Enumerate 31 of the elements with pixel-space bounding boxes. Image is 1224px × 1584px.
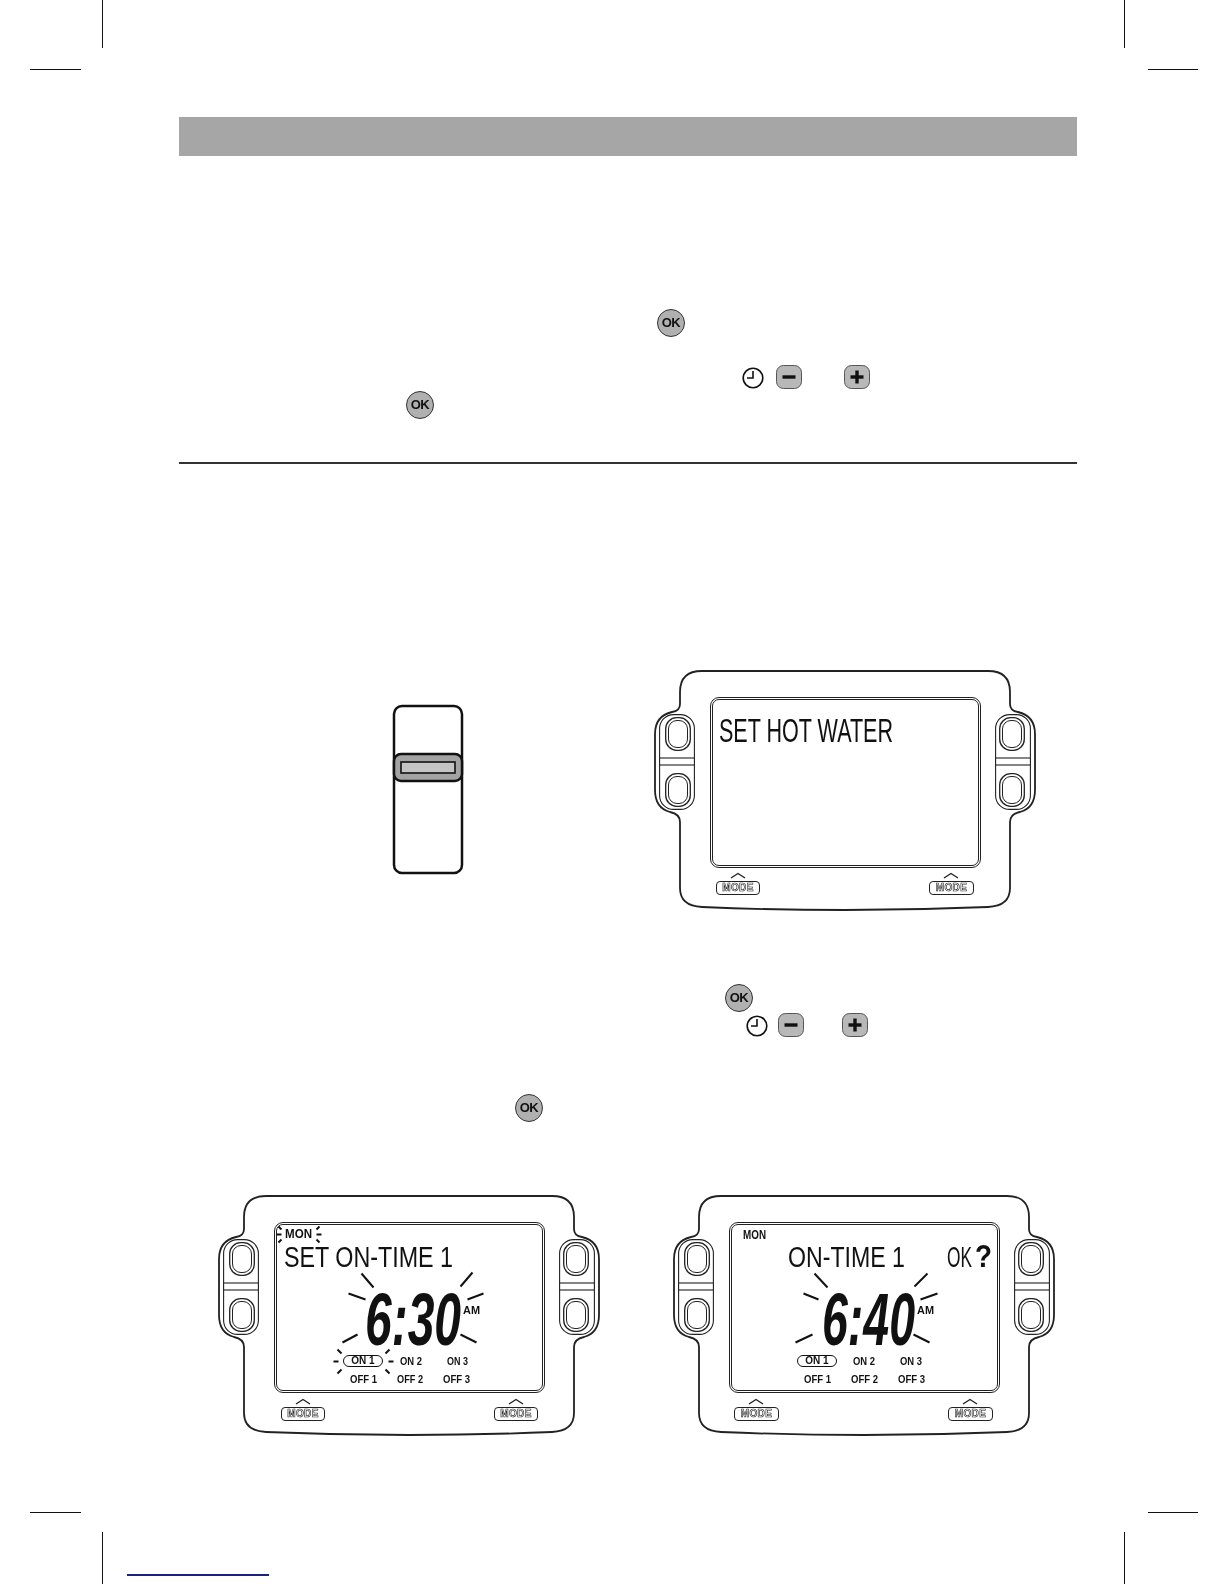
period-label: OFF 3: [443, 1375, 470, 1384]
ok-button: OK: [725, 984, 753, 1012]
ok-button: OK: [515, 1094, 543, 1122]
display-text: ON-TIME 1: [788, 1247, 905, 1269]
time-digits: 6:30: [365, 1292, 461, 1348]
mode-button: MODE: [716, 881, 760, 895]
period-label: ON 2: [853, 1357, 875, 1366]
period-label: OFF 2: [851, 1375, 878, 1384]
display-text: SET ON-TIME 1: [284, 1247, 453, 1269]
display-text: SET HOT WATER: [719, 719, 893, 744]
ok-button: OK: [657, 309, 685, 337]
period-label: OFF 3: [898, 1375, 925, 1384]
day-label: MON: [743, 1231, 766, 1241]
mode-button: MODE: [948, 1407, 993, 1421]
period-label: ON 3: [447, 1357, 468, 1366]
period-label: OFF 2: [397, 1375, 423, 1384]
period-label: ON 2: [400, 1357, 422, 1366]
mode-button: MODE: [929, 881, 974, 895]
question-mark: ?: [975, 1245, 992, 1269]
am-indicator: AM: [463, 1307, 480, 1315]
display-text: OK: [947, 1247, 972, 1269]
mode-button: MODE: [494, 1407, 538, 1421]
am-indicator: AM: [917, 1307, 934, 1315]
period-label: OFF 1: [350, 1375, 377, 1384]
day-label: MON: [285, 1230, 312, 1240]
period-label: OFF 1: [804, 1375, 831, 1384]
period-label: ON 3: [900, 1357, 922, 1366]
ok-button: OK: [406, 391, 434, 419]
mode-button: MODE: [734, 1407, 779, 1421]
time-digits: 6:40: [822, 1292, 915, 1348]
mode-button: MODE: [281, 1407, 325, 1421]
